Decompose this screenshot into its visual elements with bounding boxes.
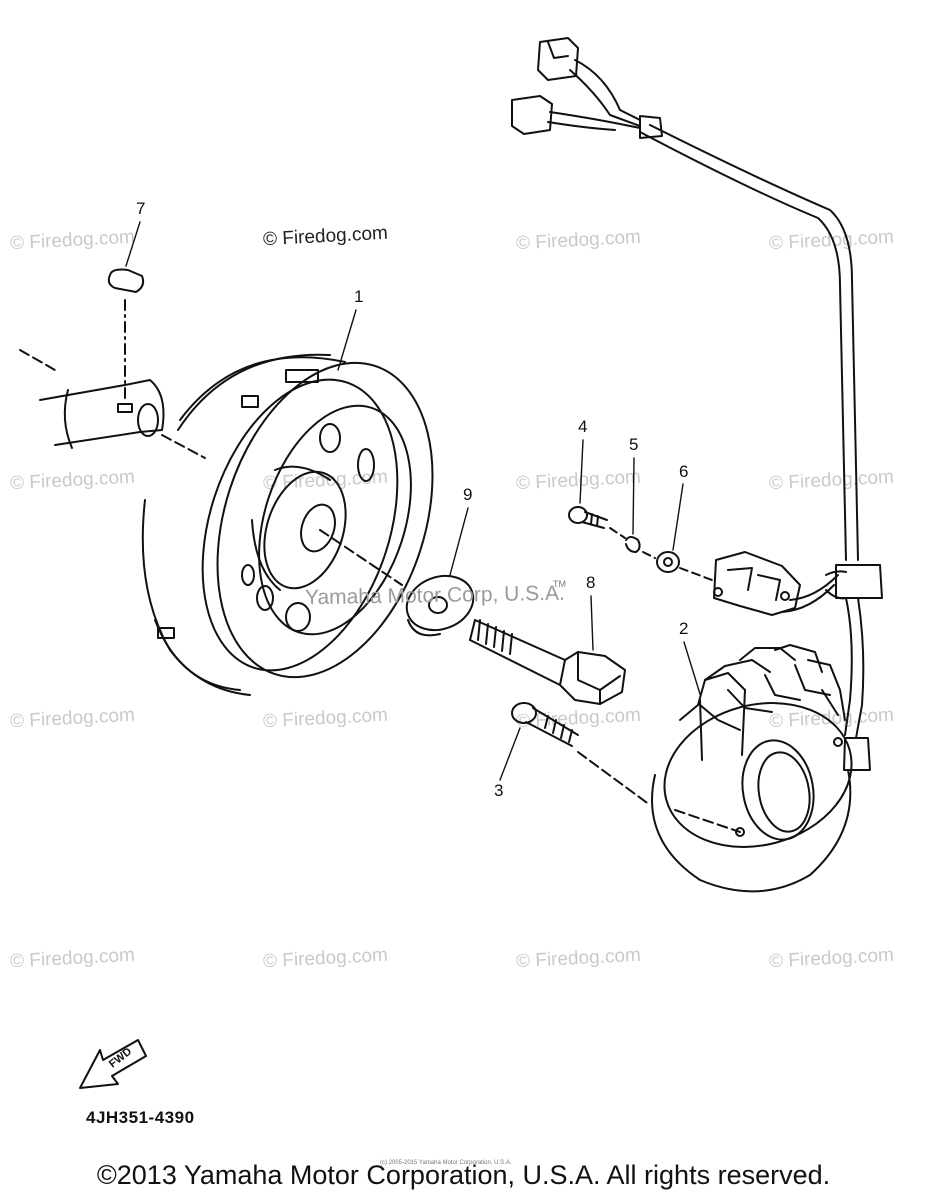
callout-number-3: 3: [494, 781, 504, 800]
flywheel-rotor-part-1: [141, 353, 434, 696]
trademark-mark: TM: [553, 579, 566, 589]
copyright-notice: ©2013 Yamaha Motor Corporation, U.S.A. A…: [96, 1160, 831, 1190]
callout-number-7: 7: [136, 199, 146, 218]
callout-number-5: 5: [629, 435, 639, 454]
screw-part-4: [568, 506, 626, 539]
callout-number-6: 6: [679, 462, 689, 481]
wire-harness: [511, 37, 883, 771]
woodruff-key-part-7: [107, 268, 145, 399]
callout-number-2: 2: [679, 619, 689, 638]
callout-number-4: 4: [578, 417, 588, 436]
tiny-copyright: (c) 2005-2015 Yamaha Motor Corporation, …: [380, 1160, 512, 1166]
bolt-part-8: [469, 619, 626, 705]
crankshaft-end: [19, 349, 206, 459]
figure-code: 4JH351-4390: [86, 1108, 195, 1127]
stator-coil-part-2: [651, 644, 853, 893]
screw-part-3: [511, 702, 651, 806]
callout-number-9: 9: [463, 485, 473, 504]
callout-number-8: 8: [586, 573, 596, 592]
callout-leaders: [125, 221, 701, 781]
center-watermark: Yamaha Motor Corp, U.S.A.: [304, 581, 566, 610]
forward-arrow-icon: [79, 1039, 147, 1089]
lock-washer-part-5: [625, 536, 656, 559]
plate-washer-part-6: [656, 551, 713, 581]
callout-number-1: 1: [354, 287, 364, 306]
washer-part-9: [405, 574, 475, 637]
